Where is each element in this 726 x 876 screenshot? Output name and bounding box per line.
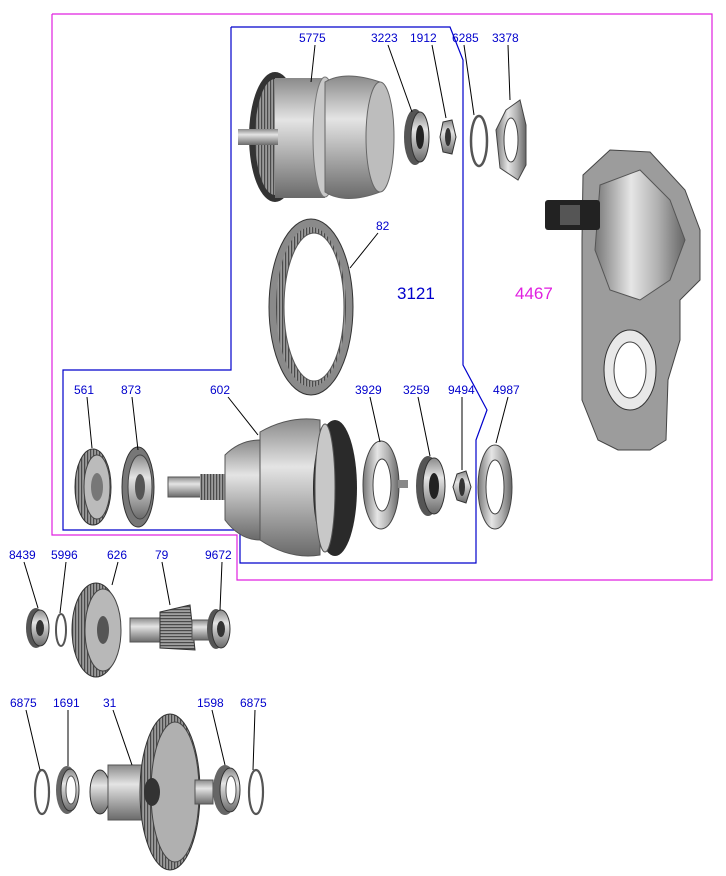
part-9494-nut — [452, 470, 472, 504]
leader-3259 — [417, 396, 431, 457]
leader-82 — [349, 232, 379, 269]
leader-6875-left — [25, 709, 41, 771]
label-79: 79 — [155, 548, 169, 562]
part-6875-snap-ring-right — [247, 768, 265, 816]
part-3929-plate — [362, 440, 408, 530]
part-1691-bearing-race — [56, 766, 80, 814]
label-5996: 5996 — [51, 548, 78, 562]
label-6875-left: 6875 — [10, 696, 37, 710]
part-6875-snap-ring-left — [33, 768, 51, 816]
label-3378: 3378 — [492, 31, 519, 45]
label-8439: 8439 — [9, 548, 36, 562]
label-6285: 6285 — [452, 31, 479, 45]
part-5996-snap-ring — [55, 613, 67, 647]
label-1912: 1912 — [410, 31, 437, 45]
part-3259-bearing — [416, 456, 446, 516]
group-label-4467: 4467 — [515, 284, 553, 303]
leader-1912 — [431, 44, 447, 119]
label-3259: 3259 — [403, 383, 430, 397]
leader-602 — [227, 396, 259, 436]
label-5775: 5775 — [299, 31, 326, 45]
leader-8439 — [23, 561, 39, 609]
part-561-gear — [74, 448, 112, 526]
label-3223: 3223 — [371, 31, 398, 45]
part-5775-clutch-drum — [238, 72, 395, 202]
part-1912-nut — [439, 119, 457, 155]
leader-3929 — [369, 396, 381, 443]
label-561: 561 — [74, 383, 94, 397]
leader-79 — [161, 561, 171, 606]
leader-6285 — [463, 44, 475, 116]
leader-9672 — [219, 561, 223, 611]
label-3929: 3929 — [355, 383, 382, 397]
label-31: 31 — [103, 696, 117, 710]
leader-873 — [131, 396, 139, 451]
label-873: 873 — [121, 383, 141, 397]
part-9672-bearing — [207, 609, 231, 649]
part-labels: 5775 3223 1912 6285 3378 82 3121 4467 56… — [9, 31, 553, 710]
part-82-ring — [268, 218, 354, 396]
label-1691: 1691 — [53, 696, 80, 710]
part-3378-plate — [495, 99, 527, 181]
part-873-hub — [121, 446, 155, 528]
part-4467-housing — [545, 149, 701, 451]
label-602: 602 — [210, 383, 230, 397]
leader-31 — [112, 709, 133, 766]
part-6285-snap-ring — [469, 114, 489, 168]
part-3223-bearing — [404, 109, 430, 165]
group-outline-4467 — [51, 13, 713, 581]
part-626-gear — [71, 582, 122, 678]
part-602-drum — [167, 418, 357, 557]
part-1598-bearing-race — [213, 765, 241, 815]
leader-3223 — [387, 44, 413, 113]
label-82: 82 — [376, 219, 390, 233]
leader-3378 — [507, 44, 511, 101]
leader-6875-right — [252, 709, 256, 771]
group-label-3121: 3121 — [397, 284, 435, 303]
label-9494: 9494 — [448, 383, 475, 397]
label-626: 626 — [107, 548, 127, 562]
leader-626 — [111, 561, 119, 586]
leader-561 — [86, 396, 93, 449]
part-4987-plate — [477, 444, 513, 530]
label-4987: 4987 — [493, 383, 520, 397]
leader-lines — [23, 44, 511, 771]
part-79-pinion-shaft — [129, 604, 213, 651]
group-outline-3121 — [62, 26, 488, 564]
label-9672: 9672 — [205, 548, 232, 562]
leader-5996 — [59, 561, 67, 614]
label-6875-right: 6875 — [240, 696, 267, 710]
leader-4987 — [495, 396, 509, 444]
leader-5775 — [310, 44, 316, 83]
part-8439-bearing — [26, 608, 50, 648]
part-31-differential — [89, 713, 214, 871]
leader-1598 — [211, 709, 226, 766]
label-1598: 1598 — [197, 696, 224, 710]
